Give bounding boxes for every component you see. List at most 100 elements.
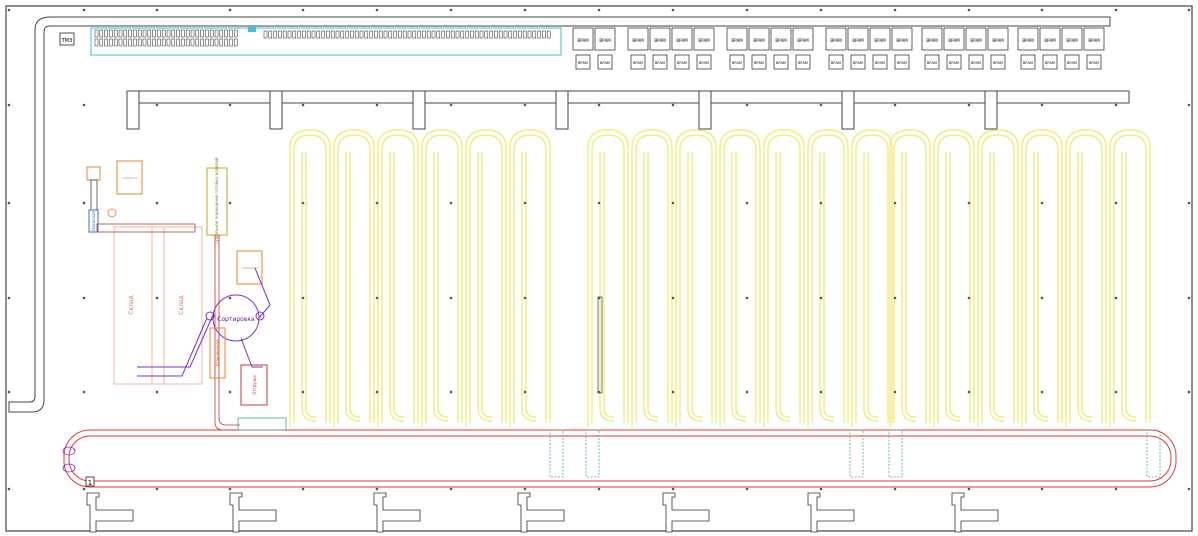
machine-base-label: ВРАМ [897, 61, 907, 65]
grid-dot [375, 487, 379, 491]
grid-dot [745, 8, 749, 12]
grid-dot [1040, 103, 1044, 107]
grid-dot [745, 296, 749, 300]
grid-dot [523, 390, 527, 394]
grid-dot [82, 201, 86, 205]
machine-label: ВРАМ [775, 38, 787, 43]
rack-cell [137, 38, 142, 47]
grid-dot [449, 487, 453, 491]
rack-cell [522, 30, 527, 39]
grid-dot [745, 390, 749, 394]
rack-cell [378, 30, 383, 39]
rack-cell [171, 38, 176, 47]
machine-block [1017, 27, 1039, 51]
grid-dot [745, 103, 749, 107]
machine-label: ВРАМ [852, 38, 864, 43]
dock-leg [412, 90, 426, 130]
teal-link [585, 429, 600, 478]
grid-dot [819, 487, 823, 491]
rack-cell [219, 38, 224, 47]
grid-dots [7, 8, 1191, 491]
machine-base [575, 54, 591, 70]
machine-base-label: ВРАМ [600, 61, 610, 65]
grid-dot [523, 103, 527, 107]
machine-base-label: ВРАМ [993, 61, 1003, 65]
rack-cell [474, 30, 479, 39]
rack-cell [364, 30, 369, 39]
rack-cell [190, 29, 195, 38]
grid-dot [597, 201, 601, 205]
rack-cell [104, 38, 108, 47]
storage-zones [113, 226, 203, 385]
grid-dot [7, 296, 11, 300]
dock-line [126, 90, 1130, 130]
grading-machine [236, 250, 263, 285]
rack-cell [229, 29, 233, 38]
grid-dot [375, 390, 379, 394]
grid-dot [449, 296, 453, 300]
grid-dot [228, 296, 232, 300]
grid-dot [597, 103, 601, 107]
machine-label: ВРАМ [654, 38, 666, 43]
dock-leg [269, 90, 283, 130]
rack-cell [185, 38, 190, 47]
dispatch-label: Отгрузка [252, 375, 257, 395]
grid-dot [1114, 296, 1118, 300]
grid-dot [82, 8, 86, 12]
machine-base-label: ВРАМ [1067, 61, 1077, 65]
grid-dot [301, 487, 305, 491]
grid-dot [82, 103, 86, 107]
rack-cell [537, 30, 541, 39]
machine-block [770, 27, 792, 51]
machine-base [696, 54, 712, 70]
grid-dot [893, 8, 897, 12]
grid-dot [155, 103, 159, 107]
rack-cell [205, 29, 209, 38]
grid-dot [819, 390, 823, 394]
rack-cell [147, 29, 152, 38]
machine-block [1061, 27, 1083, 51]
grid-dot [967, 103, 971, 107]
gate [517, 492, 565, 533]
machine-base [968, 54, 984, 70]
dock-leg [841, 90, 855, 130]
rack-strip [90, 27, 562, 56]
rack-cell [479, 30, 484, 39]
rack-cell [436, 30, 441, 39]
grid-dot [893, 390, 897, 394]
rack-cell [109, 38, 113, 47]
rack-cell [195, 38, 200, 47]
machine-label: ВРАМ [1022, 38, 1034, 43]
grid-dot [671, 487, 675, 491]
teal-link [849, 429, 864, 478]
grid-dot [597, 487, 601, 491]
grid-dot [155, 201, 159, 205]
rack-cell [99, 38, 104, 47]
dock-leg [984, 90, 998, 130]
separator-post [597, 296, 603, 394]
machine-block [627, 27, 649, 51]
rack-cell [508, 30, 513, 39]
grid-dot [671, 201, 675, 205]
machine-block [891, 27, 913, 51]
grid-dot [7, 487, 11, 491]
storage-2-label: Склад [178, 295, 185, 314]
grid-dot [449, 8, 453, 12]
rack-cell [142, 29, 147, 38]
machine-label: ВРАМ [1088, 38, 1100, 43]
teal-links [549, 429, 1161, 478]
grid-dot [449, 201, 453, 205]
grid-dot [1040, 296, 1044, 300]
heating-coils [289, 129, 1151, 427]
rack-cell [402, 30, 407, 39]
rack-cell [268, 30, 273, 39]
grid-dot [228, 8, 232, 12]
rack-cell [311, 30, 316, 39]
grid-dot [819, 103, 823, 107]
rack-cell [214, 29, 219, 38]
rack-cell [109, 29, 113, 38]
rack-cell [297, 30, 301, 39]
grid-dot [967, 8, 971, 12]
machine-base-label: ВРАМ [732, 61, 742, 65]
